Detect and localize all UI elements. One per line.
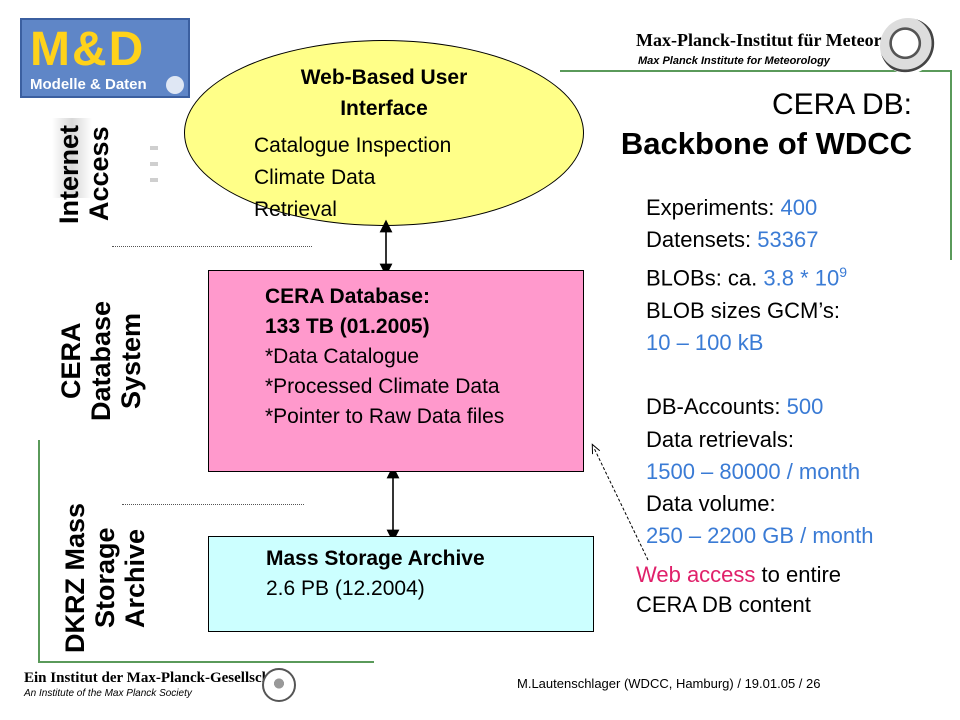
stat-blob-sizes-label: BLOB sizes GCM’s: xyxy=(646,297,840,323)
md-logo: M&D Modelle & Daten xyxy=(20,18,190,98)
web-interface-ellipse xyxy=(184,40,584,226)
stat-retrievals-label: Data retrievals: xyxy=(646,426,794,452)
stat-accounts: DB-Accounts: 500 xyxy=(646,394,824,420)
stat-blob-sizes-value: 10 – 100 kB xyxy=(646,330,764,356)
web-interface-title-1: Web-Based User xyxy=(300,66,468,89)
web-interface-title-2: Interface xyxy=(340,97,428,120)
arrow-web-access-to-cera xyxy=(594,448,649,561)
web-interface-item: Climate Data xyxy=(254,166,376,189)
cera-database-box xyxy=(208,270,584,472)
web-interface-items: Catalogue Inspection Climate Data Retrie… xyxy=(254,130,451,226)
footer-citation: M.Lautenschlager (WDCC, Hamburg) / 19.01… xyxy=(517,676,821,691)
mpi-name: Max-Planck-Institut für Meteorologie xyxy=(636,30,927,50)
stat-experiments: Experiments: 400 xyxy=(646,195,818,220)
stat-spacer xyxy=(646,359,874,391)
mpg-minerva-icon xyxy=(262,668,296,702)
slide-title-line2: Backbone of WDCC xyxy=(620,126,912,161)
stat-volume-label: Data volume: xyxy=(646,490,776,516)
stat-datensets: Datensets: 53367 xyxy=(646,227,819,253)
separator-internet-cera xyxy=(112,246,312,247)
slide-title-line1: CERA DB: xyxy=(771,88,912,121)
mpi-logo-icon xyxy=(880,18,936,74)
mass-storage-box xyxy=(208,536,594,632)
cera-database-title: CERA Database: xyxy=(265,285,430,308)
cera-database-item: *Pointer to Raw Data files xyxy=(265,405,505,428)
frame-left-line xyxy=(38,440,40,662)
statistics-list: Experiments: 400 Datensets: 53367 BLOBs:… xyxy=(646,192,874,552)
frame-right-line xyxy=(950,70,952,260)
stat-volume-value: 250 – 2200 GB / month xyxy=(646,523,874,549)
web-interface-item: Retrieval xyxy=(254,198,337,221)
stat-retrievals-value: 1500 – 80000 / month xyxy=(646,458,861,484)
mass-storage-text: Mass Storage Archive 2.6 PB (12.2004) xyxy=(266,544,485,604)
mass-storage-size: 2.6 PB (12.2004) xyxy=(266,577,425,600)
cera-database-item: *Processed Climate Data xyxy=(265,375,500,398)
web-access-line2: CERA DB content xyxy=(636,592,811,617)
internet-graphic xyxy=(52,118,172,198)
mpg-name: Ein Institut der Max-Planck-Gesellschaft xyxy=(24,670,288,686)
cera-database-item: *Data Catalogue xyxy=(265,345,420,368)
md-logo-text: M&D xyxy=(30,23,146,76)
mass-storage-title: Mass Storage Archive xyxy=(266,547,485,570)
cera-database-size: 133 TB (01.2005) xyxy=(265,315,430,338)
web-access-note: Web access to entire CERA DB content xyxy=(636,560,841,620)
mpi-subname: Max Planck Institute for Meteorology xyxy=(638,55,830,67)
web-access-highlight: Web access xyxy=(636,562,756,587)
web-interface-item: Catalogue Inspection xyxy=(254,134,452,157)
md-logo-subtitle: Modelle & Daten xyxy=(30,76,147,93)
md-globe-icon xyxy=(166,76,184,94)
frame-top-line xyxy=(560,70,952,72)
mpg-subname: An Institute of the Max Planck Society xyxy=(24,688,192,699)
frame-bottom-line xyxy=(38,661,374,663)
cera-database-text: CERA Database: 133 TB (01.2005) *Data Ca… xyxy=(265,282,504,432)
stat-blobs: BLOBs: ca. 3.8 * 109 xyxy=(646,264,848,291)
separator-cera-dkrz xyxy=(122,504,304,505)
